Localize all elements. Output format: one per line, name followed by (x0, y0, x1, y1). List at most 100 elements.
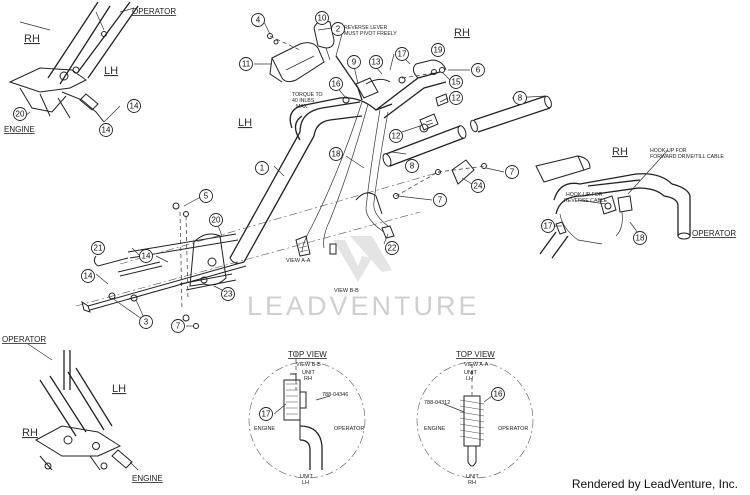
svg-text:7: 7 (176, 322, 181, 331)
label-torque-2: 40 INLBS (292, 98, 315, 104)
label-unit-rh-2: RH (304, 376, 312, 382)
callout-17-c: 17 (259, 407, 273, 421)
label-unit-lh-b-1: UNIT (300, 474, 313, 480)
callout-6: 6 (471, 63, 485, 77)
svg-text:22: 22 (388, 244, 397, 253)
callout-14-d: 14 (81, 269, 95, 283)
callout-23: 23 (221, 287, 235, 301)
label-operator-right: OPERATOR (692, 229, 736, 238)
label-top-view-a: TOP VIEW (456, 350, 495, 359)
label-engine-top-left: ENGINE (4, 125, 35, 134)
label-engine-view-b: ENGINE (254, 426, 275, 432)
inset-top-left (8, 1, 139, 123)
callout-5: 5 (199, 189, 213, 203)
label-rh-right: RH (612, 146, 628, 158)
svg-text:3: 3 (144, 318, 149, 327)
label-lh-main: LH (238, 117, 252, 129)
svg-text:20: 20 (212, 216, 221, 225)
callout-12-b: 12 (389, 129, 403, 143)
callout-9: 9 (347, 55, 361, 69)
callout-8-b: 8 (405, 159, 419, 173)
label-engine-bottom-left: ENGINE (132, 474, 163, 483)
svg-text:15: 15 (452, 78, 461, 87)
callout-17-a: 17 (395, 47, 409, 61)
svg-text:23: 23 (224, 290, 233, 299)
watermark-logo (333, 236, 392, 282)
callout-11: 11 (239, 57, 253, 71)
label-torque-3: MAX. (296, 104, 309, 110)
label-unit-rh-1: UNIT (302, 370, 315, 376)
svg-text:20: 20 (16, 110, 25, 119)
label-operator-bottom-left: OPERATOR (2, 335, 46, 344)
svg-text:7: 7 (510, 168, 515, 177)
svg-text:2: 2 (336, 25, 341, 34)
label-hookup-forward-2: FORWARD DRIVE/TILL CABLE (650, 154, 724, 160)
svg-text:10: 10 (318, 14, 327, 23)
label-reverse-lever-2: MUST PIVOT FREELY (344, 31, 397, 37)
callout-14-b: 14 (99, 123, 113, 137)
label-hookup-forward-1: HOOK-UP FOR (650, 148, 687, 154)
svg-text:21: 21 (94, 244, 103, 253)
callout-15: 15 (449, 75, 463, 89)
callout-1: 1 (255, 161, 269, 175)
callout-19: 19 (431, 43, 445, 57)
label-view-b-small: VIEW B-B (296, 362, 321, 368)
callout-3: 3 (139, 315, 153, 329)
svg-text:1: 1 (260, 164, 265, 173)
svg-text:14: 14 (102, 126, 111, 135)
label-view-a-small: VIEW A-A (464, 362, 489, 368)
svg-text:17: 17 (262, 410, 271, 419)
label-part-a: 788-04312 (424, 400, 450, 406)
svg-text:24: 24 (474, 182, 483, 191)
label-engine-view-a: ENGINE (424, 426, 445, 432)
svg-text:14: 14 (130, 102, 139, 111)
svg-text:8: 8 (518, 94, 523, 103)
callout-16-a: 16 (329, 77, 343, 91)
callout-14-c: 14 (139, 249, 153, 263)
label-lh-bottom-left: LH (112, 383, 126, 395)
callout-16-b: 16 (491, 387, 505, 401)
inset-bottom-left (27, 343, 139, 471)
callout-7-c: 7 (171, 319, 185, 333)
svg-text:13: 13 (372, 58, 381, 67)
svg-text:17: 17 (544, 222, 553, 231)
svg-text:19: 19 (434, 46, 443, 55)
svg-text:12: 12 (392, 132, 401, 141)
callouts: 1 2 3 4 5 6 7 7 7 7 8 8 9 10 11 12 12 13… (13, 11, 647, 421)
callout-10: 10 (315, 11, 329, 25)
callout-7-b: 7 (433, 193, 447, 207)
svg-text:8: 8 (410, 162, 415, 171)
label-operator-top: OPERATOR (132, 7, 176, 16)
svg-text:14: 14 (84, 272, 93, 281)
svg-text:6: 6 (476, 66, 481, 75)
label-hookup-reverse-2: REVERSE CABLE (564, 198, 608, 204)
watermark-text: LEADVENTURE (247, 291, 480, 321)
callout-22: 22 (385, 241, 399, 255)
callout-20-a: 20 (13, 107, 27, 121)
svg-text:7: 7 (438, 196, 443, 205)
callout-13: 13 (369, 55, 383, 69)
label-top-view-b: TOP VIEW (288, 350, 327, 359)
callout-4: 4 (251, 13, 265, 27)
main-assembly (19, 20, 552, 329)
callout-18-a: 18 (329, 147, 343, 161)
label-rh-top-left: RH (24, 33, 40, 45)
top-view-b (248, 352, 366, 479)
footer-credit: Rendered by LeadVenture, Inc. (571, 477, 738, 491)
callout-2: 2 (331, 22, 345, 36)
label-view-a: VIEW A-A (286, 258, 311, 264)
label-unit-rh-a-1: UNIT (466, 474, 479, 480)
label-part-b: 788-04346 (322, 392, 348, 398)
label-unit-lh-b-2: LH (302, 480, 309, 486)
svg-text:5: 5 (204, 192, 209, 201)
svg-text:11: 11 (242, 60, 251, 69)
label-unit-lh-a-2: LH (466, 376, 473, 382)
svg-text:18: 18 (332, 150, 341, 159)
label-reverse-lever-1: REVERSE LEVER (344, 25, 387, 31)
svg-text:4: 4 (256, 16, 261, 25)
label-rh-bottom-left: RH (22, 427, 38, 439)
svg-text:14: 14 (142, 252, 151, 261)
label-operator-view-a: OPERATOR (498, 426, 528, 432)
svg-text:12: 12 (452, 94, 461, 103)
